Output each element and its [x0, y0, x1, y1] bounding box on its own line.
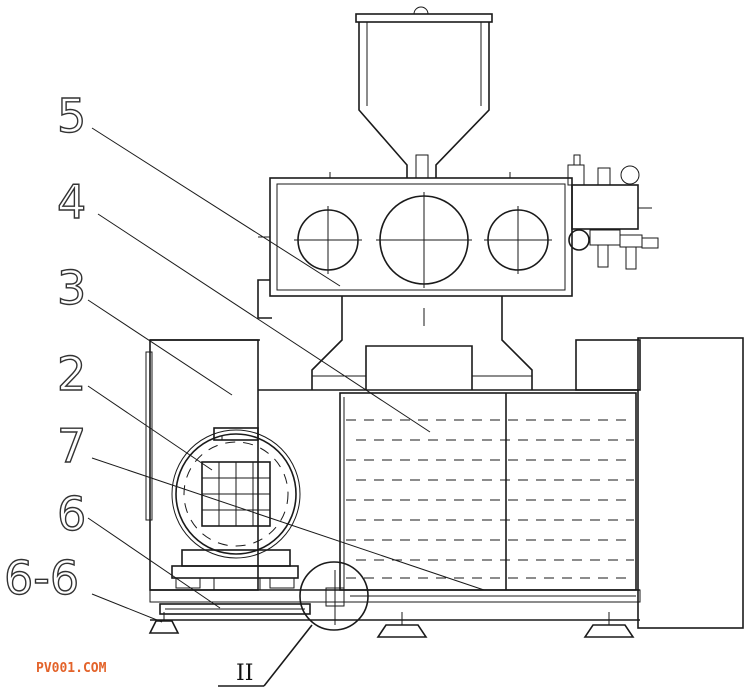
base-plate	[159, 595, 636, 615]
label-2: 2	[57, 347, 86, 401]
gearbox-support	[311, 296, 533, 390]
watermark: PV001.COM	[36, 661, 107, 676]
detail-II-marker	[218, 561, 369, 687]
valve-assembly	[567, 154, 659, 270]
label-4: 4	[57, 175, 86, 229]
leveling-feet	[148, 612, 635, 638]
label-5: 5	[57, 89, 86, 143]
label-detail-II: II	[236, 661, 253, 686]
gearbox	[257, 172, 573, 326]
hopper	[355, 6, 493, 179]
label-6-6: 6-6	[4, 551, 79, 605]
motor	[171, 427, 301, 591]
label-3: 3	[57, 261, 86, 315]
label-6: 6	[57, 487, 86, 541]
water-tank	[339, 392, 637, 591]
leader-lines	[87, 127, 485, 623]
label-7: 7	[57, 419, 86, 473]
